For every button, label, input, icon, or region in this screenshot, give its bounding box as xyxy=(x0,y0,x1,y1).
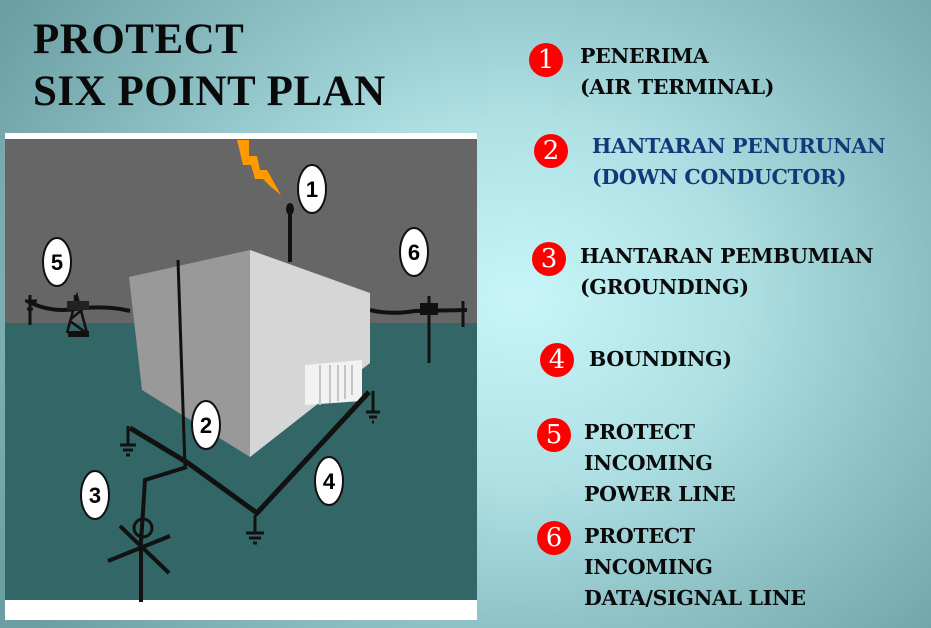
legend-text-6: PROTECT INCOMING DATA/SIGNAL LINE xyxy=(584,524,806,610)
number-badge-4: 4 xyxy=(540,343,574,377)
number-badge-3: 3 xyxy=(532,242,566,276)
callout-6: 6 xyxy=(399,227,429,277)
callout-5: 5 xyxy=(42,237,72,287)
six-point-diagram: 1 5 6 2 3 4 xyxy=(5,133,477,620)
number-badge-2: 2 xyxy=(534,134,568,168)
callout-1: 1 xyxy=(297,164,327,214)
callout-1-label: 1 xyxy=(306,177,318,202)
callout-2: 2 xyxy=(191,400,221,450)
legend-text-1: PENERIMA (AIR TERMINAL) xyxy=(580,44,775,99)
title-line-1: PROTECT xyxy=(33,16,245,63)
legend-text-2: HANTARAN PENURUNAN (DOWN CONDUCTOR) xyxy=(592,134,886,189)
number-badge-1: 1 xyxy=(529,43,563,77)
callout-5-label: 5 xyxy=(51,250,63,275)
page-title: PROTECT SIX POINT PLAN xyxy=(33,14,386,118)
lightning-bolt-icon xyxy=(237,140,281,195)
building xyxy=(129,250,370,457)
callout-3-label: 3 xyxy=(89,483,101,508)
number-badge-6: 6 xyxy=(537,521,571,555)
air-terminal-icon xyxy=(286,203,294,262)
number-badge-5: 5 xyxy=(537,418,571,452)
legend-text-3: HANTARAN PEMBUMIAN (GROUNDING) xyxy=(580,244,874,299)
power-line-icon xyxy=(25,291,131,337)
building-protection-illustration: 1 5 6 2 3 4 xyxy=(5,139,477,602)
down-conductor xyxy=(176,259,187,468)
callout-3: 3 xyxy=(80,470,110,520)
callout-6-label: 6 xyxy=(408,240,420,265)
legend-text-5: PROTECT INCOMING POWER LINE xyxy=(584,420,736,506)
bonding-conductor xyxy=(128,390,371,517)
title-line-2: SIX POINT PLAN xyxy=(33,68,386,115)
legend-text-4: BOUNDING) xyxy=(589,347,732,371)
callout-4: 4 xyxy=(314,456,344,506)
callout-2-label: 2 xyxy=(200,413,212,438)
grounding-electrode-icon xyxy=(107,465,188,602)
ground-symbol-icon xyxy=(120,391,380,545)
callout-4-label: 4 xyxy=(323,469,336,494)
signal-line-icon xyxy=(369,296,468,363)
